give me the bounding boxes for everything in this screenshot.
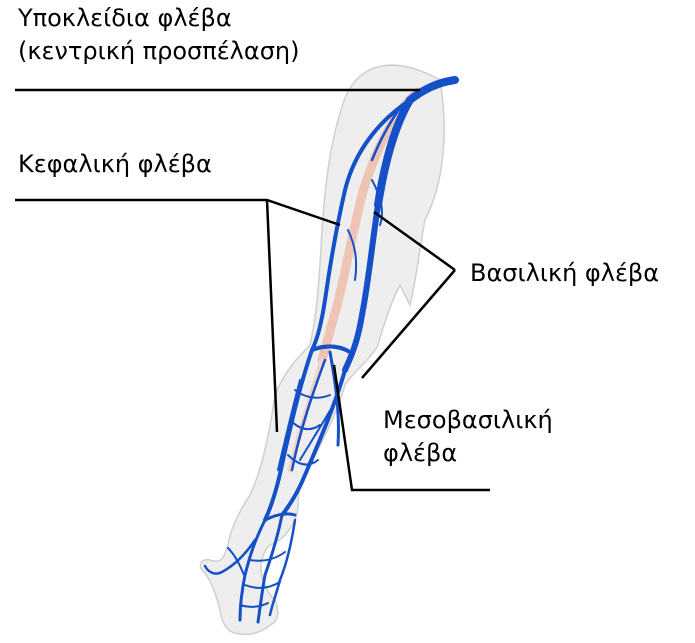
leader-cephalic-lower — [267, 200, 277, 432]
label-subclavian-vein: Υποκλείδια φλέβα (κεντρική προσπέλαση) — [18, 2, 299, 68]
label-cephalic-text: Κεφαλική φλέβα — [18, 148, 212, 181]
label-subclavian-line2: (κεντρική προσπέλαση) — [18, 35, 299, 68]
leader-cephalic — [15, 200, 340, 225]
label-cephalic-vein: Κεφαλική φλέβα — [18, 148, 212, 181]
label-basilic-vein: Βασιλική φλέβα — [470, 257, 659, 290]
label-basilic-text: Βασιλική φλέβα — [470, 257, 659, 290]
label-median-basilic-vein: Μεσοβασιλική φλέβα — [383, 404, 553, 470]
label-median-line1: Μεσοβασιλική — [383, 404, 553, 437]
label-subclavian-line1: Υποκλείδια φλέβα — [18, 2, 299, 35]
label-median-line2: φλέβα — [383, 437, 553, 470]
